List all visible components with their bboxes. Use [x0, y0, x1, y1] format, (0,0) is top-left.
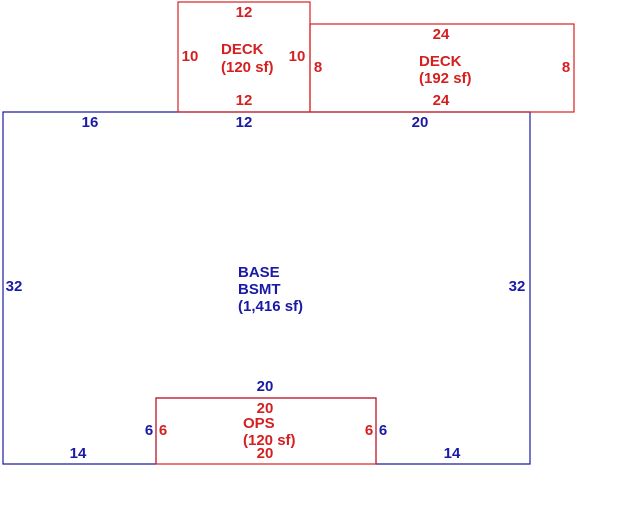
base-top-right-dim: 20 [412, 114, 429, 131]
base-notch-top-dim: 20 [257, 378, 274, 395]
deck-large-left-dim: 8 [314, 59, 322, 76]
base-name-line1: BASE [238, 264, 280, 281]
deck-large-name: DECK [419, 53, 462, 70]
base-bottom-left-dim: 14 [70, 445, 87, 462]
deck-small-right-dim: 10 [289, 48, 306, 65]
ops-outline [155, 397, 377, 465]
deck-large-area: (192 sf) [419, 70, 472, 87]
deck-large-right-dim: 8 [562, 59, 570, 76]
base-right-dim: 32 [509, 278, 526, 295]
base-notch-left-dim: 6 [145, 422, 153, 439]
ops-right-dim: 6 [365, 422, 373, 439]
base-bottom-right-dim: 14 [444, 445, 461, 462]
ops-area: (120 sf) [243, 432, 296, 449]
deck-small-name: DECK [221, 41, 264, 58]
deck-large-top-dim: 24 [433, 26, 450, 43]
ops-top-dim: 20 [257, 400, 274, 417]
deck-small-top-dim: 12 [236, 4, 253, 21]
deck-small-area: (120 sf) [221, 59, 274, 76]
base-left-dim: 32 [6, 278, 23, 295]
base-top-mid-dim: 12 [236, 114, 253, 131]
base-notch-right-dim: 6 [379, 422, 387, 439]
deck-large-bottom-dim: 24 [433, 92, 450, 109]
deck-small-left-dim: 10 [182, 48, 199, 65]
base-name-line2: BSMT [238, 281, 281, 298]
deck-small-bottom-dim: 12 [236, 92, 253, 109]
ops-bottom-dim: 20 [257, 445, 274, 462]
ops-left-dim: 6 [159, 422, 167, 439]
base-area: (1,416 sf) [238, 298, 303, 315]
deck-large-outline [309, 23, 575, 113]
base-top-left-dim: 16 [82, 114, 99, 131]
ops-name: OPS [243, 415, 275, 432]
